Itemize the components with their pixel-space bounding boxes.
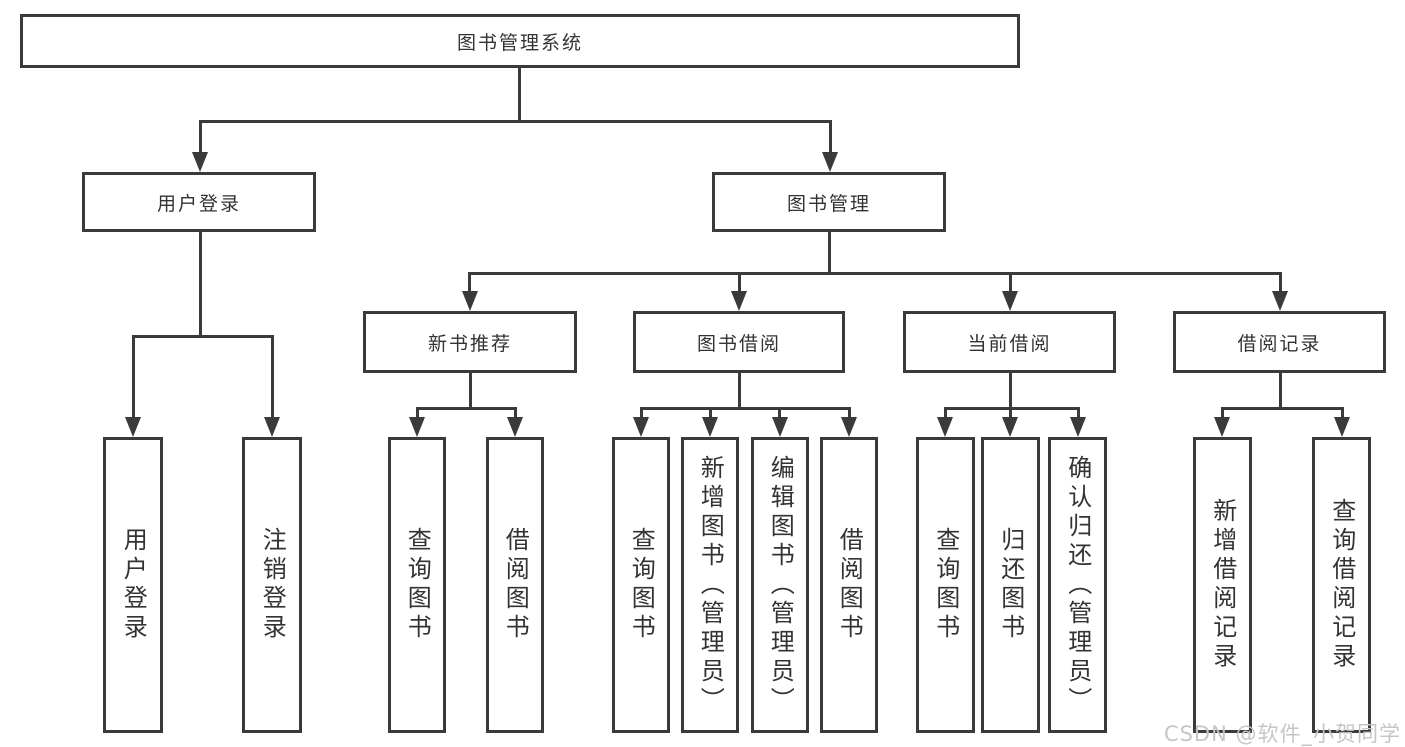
node-label: 用户登录 <box>156 192 241 215</box>
arrow-down-icon <box>1002 417 1018 437</box>
arrow-down-icon <box>841 417 857 437</box>
leaf-label: 查询图书 <box>627 527 656 643</box>
connector-stem <box>1279 373 1282 407</box>
connector-root-rail <box>199 120 832 123</box>
node-borrow-records: 借阅记录 <box>1173 311 1386 373</box>
node-book-borrow: 图书借阅 <box>633 311 845 373</box>
leaf-user-login: 用户登录 <box>103 437 163 733</box>
arrow-down-icon <box>125 417 141 437</box>
leaf-label: 归还图书 <box>996 527 1025 643</box>
leaf-query-borrow-record: 查询借阅记录 <box>1312 437 1371 733</box>
connector-stem <box>829 120 832 154</box>
leaf-label: 确认归还（管理员） <box>1063 454 1092 716</box>
arrow-down-icon <box>772 417 788 437</box>
leaf-borrow-books-recommend: 借阅图书 <box>486 437 544 733</box>
arrow-down-icon <box>702 417 718 437</box>
connector-stem <box>1009 373 1012 407</box>
node-new-book-recommend: 新书推荐 <box>363 311 577 373</box>
arrow-down-icon <box>1272 291 1288 311</box>
connector-rail <box>469 272 1282 275</box>
arrow-down-icon <box>1002 291 1018 311</box>
connector-stem <box>848 407 851 419</box>
leaf-query-books-current: 查询图书 <box>916 437 975 733</box>
connector-stem <box>828 232 831 272</box>
connector-stem <box>738 373 741 407</box>
connector-rail <box>1221 407 1343 410</box>
connector-stem <box>778 407 781 419</box>
leaf-label: 查询借阅记录 <box>1327 498 1356 672</box>
leaf-label: 注销登录 <box>258 527 287 643</box>
arrow-down-icon <box>264 417 280 437</box>
connector-stem <box>271 335 274 419</box>
arrow-down-icon <box>507 417 523 437</box>
connector-rail <box>132 335 274 338</box>
leaf-label: 查询图书 <box>403 527 432 643</box>
node-label: 图书借阅 <box>696 332 781 355</box>
arrow-down-icon <box>1070 417 1086 437</box>
arrow-down-icon <box>192 152 208 172</box>
arrow-down-icon <box>462 291 478 311</box>
leaf-label: 编辑图书（管理员） <box>766 454 795 716</box>
connector-root-stem <box>518 68 521 122</box>
connector-stem <box>1341 407 1344 419</box>
leaf-add-borrow-record: 新增借阅记录 <box>1193 437 1252 733</box>
leaf-label: 新增图书（管理员） <box>696 454 725 716</box>
leaf-logout: 注销登录 <box>242 437 302 733</box>
leaf-label: 查询图书 <box>931 527 960 643</box>
arrow-down-icon <box>1334 417 1350 437</box>
connector-stem <box>469 373 472 407</box>
node-label: 新书推荐 <box>427 332 512 355</box>
connector-stem <box>468 272 471 292</box>
arrow-down-icon <box>1214 417 1230 437</box>
connector-stem <box>514 407 517 419</box>
connector-stem <box>1279 272 1282 292</box>
connector-stem <box>132 335 135 419</box>
node-library-system: 图书管理系统 <box>20 14 1020 68</box>
connector-rail <box>944 407 1080 410</box>
connector-stem <box>944 407 947 419</box>
arrow-down-icon <box>822 152 838 172</box>
connector-stem <box>1221 407 1224 419</box>
leaf-label: 新增借阅记录 <box>1208 498 1237 672</box>
leaf-borrow-books: 借阅图书 <box>820 437 878 733</box>
csdn-watermark: CSDN @软件_小贺同学 <box>1163 722 1401 746</box>
connector-stem <box>199 232 202 335</box>
connector-stem <box>1009 272 1012 292</box>
node-label: 图书管理 <box>786 192 871 215</box>
connector-stem <box>416 407 419 419</box>
leaf-return-book: 归还图书 <box>981 437 1040 733</box>
leaf-label: 用户登录 <box>119 527 148 643</box>
node-label: 借阅记录 <box>1237 332 1322 355</box>
leaf-query-books-recommend: 查询图书 <box>388 437 446 733</box>
leaf-query-books-borrow: 查询图书 <box>612 437 670 733</box>
connector-rail <box>416 407 517 410</box>
node-label: 图书管理系统 <box>456 31 583 54</box>
arrow-down-icon <box>731 291 747 311</box>
connector-stem <box>709 407 712 419</box>
connector-stem <box>738 272 741 292</box>
connector-rail <box>640 407 850 410</box>
connector-stem <box>199 120 202 154</box>
leaf-add-book-admin: 新增图书（管理员） <box>681 437 739 733</box>
connector-stem <box>1009 407 1012 419</box>
node-label: 当前借阅 <box>967 332 1052 355</box>
connector-stem <box>640 407 643 419</box>
arrow-down-icon <box>937 417 953 437</box>
leaf-edit-book-admin: 编辑图书（管理员） <box>751 437 809 733</box>
node-book-management: 图书管理 <box>712 172 946 232</box>
node-user-login: 用户登录 <box>82 172 316 232</box>
leaf-confirm-return-admin: 确认归还（管理员） <box>1048 437 1107 733</box>
leaf-label: 借阅图书 <box>501 527 530 643</box>
arrow-down-icon <box>633 417 649 437</box>
arrow-down-icon <box>409 417 425 437</box>
node-current-borrow: 当前借阅 <box>903 311 1116 373</box>
connector-stem <box>1077 407 1080 419</box>
leaf-label: 借阅图书 <box>835 527 864 643</box>
